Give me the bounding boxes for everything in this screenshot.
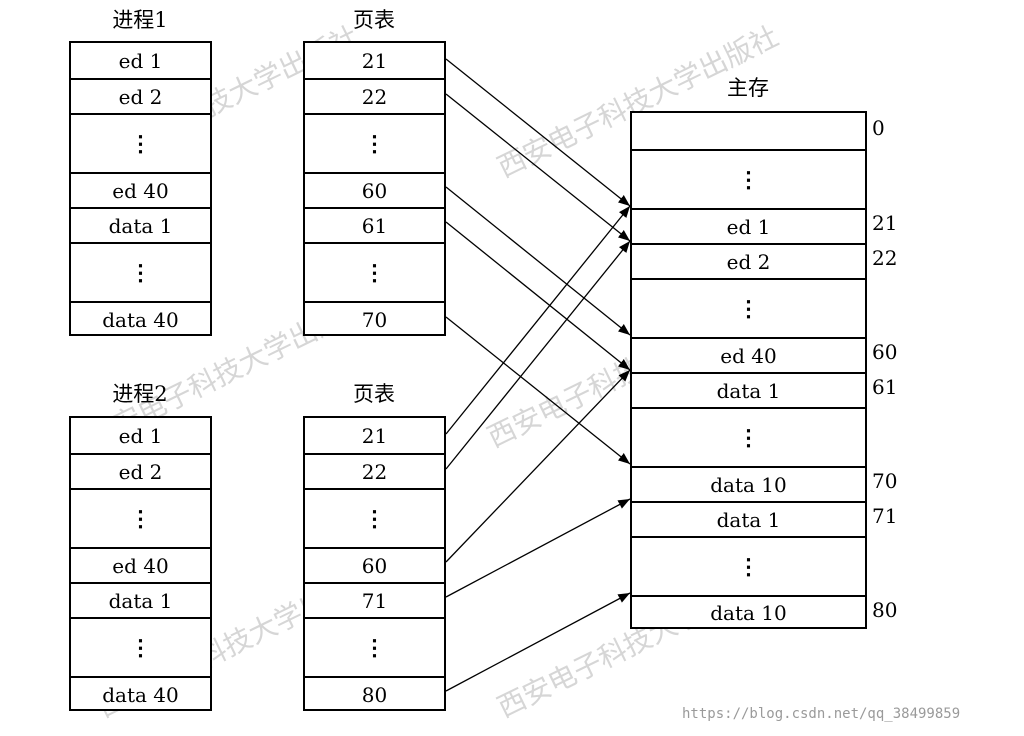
memory-row: data 1: [632, 372, 865, 407]
memory-row: ed 40: [632, 337, 865, 372]
pagetable2-row: 80: [305, 676, 444, 711]
memory-title: 主存: [727, 76, 769, 100]
memory-address: 70: [872, 469, 898, 493]
process2-row-ellipsis: ⋮: [71, 617, 210, 676]
memory-row: ed 2: [632, 243, 865, 278]
memory-address: 60: [872, 340, 898, 364]
memory-row: data 10: [632, 595, 865, 629]
arrow-pt1-60: [445, 186, 631, 336]
pagetable1-row-ellipsis: ⋮: [305, 242, 444, 301]
memory-address: 80: [872, 598, 898, 622]
memory-address: 21: [872, 211, 898, 235]
process2-row: data 40: [71, 676, 210, 711]
process2-column: ed 1 ed 2 ⋮ ed 40 data 1 ⋮ data 40: [69, 416, 212, 711]
pagetable1-row-ellipsis: ⋮: [305, 113, 444, 172]
memory-row-ellipsis: ⋮: [632, 407, 865, 466]
pagetable2-title: 页表: [353, 382, 395, 406]
pagetable2-row-ellipsis: ⋮: [305, 617, 444, 676]
pagetable1-row: 61: [305, 207, 444, 242]
memory-row-ellipsis: ⋮: [632, 149, 865, 208]
memory-column: ⋮ ed 1 ed 2 ⋮ ed 40 data 1 ⋮ data 10 dat…: [630, 111, 867, 629]
memory-row: ed 1: [632, 208, 865, 243]
process2-row-ellipsis: ⋮: [71, 488, 210, 547]
pagetable1-row: 22: [305, 78, 444, 113]
pagetable2-row: 22: [305, 453, 444, 488]
memory-row: data 10: [632, 466, 865, 501]
pagetable1-row: 60: [305, 172, 444, 207]
process1-row: data 1: [71, 207, 210, 242]
memory-address: 22: [872, 246, 898, 270]
process1-row: ed 1: [118, 48, 163, 73]
pagetable2-row-ellipsis: ⋮: [305, 488, 444, 547]
pagetable2-row: 60: [305, 547, 444, 582]
process1-row-ellipsis: ⋮: [71, 113, 210, 172]
process2-row: ed 40: [71, 547, 210, 582]
pagetable1-row: 70: [305, 301, 444, 336]
memory-row-ellipsis: ⋮: [632, 536, 865, 595]
pagetable1-title: 页表: [353, 8, 395, 32]
pagetable2-column: 21 22 ⋮ 60 71 ⋮ 80: [303, 416, 446, 711]
memory-address: 71: [872, 504, 898, 528]
source-url: https://blog.csdn.net/qq_38499859: [682, 706, 961, 722]
memory-row-empty: [632, 113, 865, 149]
memory-row-ellipsis: ⋮: [632, 278, 865, 337]
process1-row: ed 2: [71, 78, 210, 113]
process2-row: ed 1: [118, 423, 163, 448]
process2-row: ed 2: [71, 453, 210, 488]
memory-row: data 1: [632, 501, 865, 536]
process2-row: data 1: [71, 582, 210, 617]
process2-title: 进程2: [112, 382, 168, 406]
pagetable2-row: 71: [305, 582, 444, 617]
process1-row: data 40: [71, 301, 210, 336]
process1-row-ellipsis: ⋮: [71, 242, 210, 301]
pagetable1-row: 21: [361, 48, 388, 73]
arrow-pt1-61: [445, 221, 631, 371]
memory-address: 0: [872, 116, 885, 140]
pagetable1-column: 21 22 ⋮ 60 61 ⋮ 70: [303, 41, 446, 336]
process1-column: ed 1 ed 2 ⋮ ed 40 data 1 ⋮ data 40: [69, 41, 212, 336]
process1-title: 进程1: [112, 8, 168, 32]
pagetable2-row: 21: [361, 423, 388, 448]
arrow-pt2-71: [445, 498, 631, 598]
process1-row: ed 40: [71, 172, 210, 207]
memory-address: 61: [872, 375, 898, 399]
